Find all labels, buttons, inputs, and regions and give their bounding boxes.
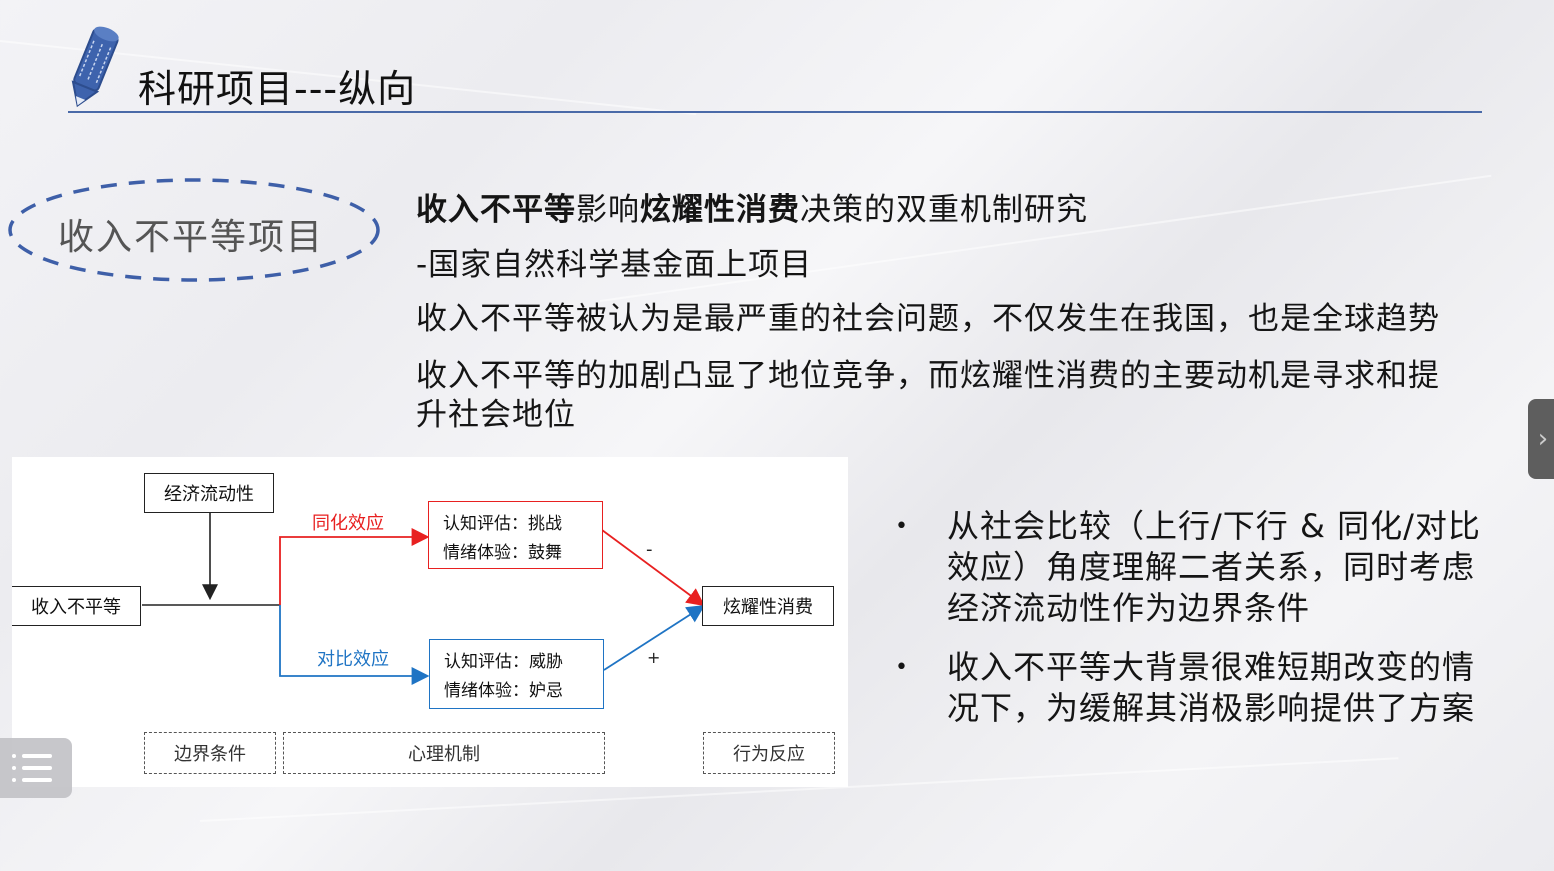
emotion-line: 情绪体验：妒忌	[444, 681, 563, 701]
pencil-icon	[60, 22, 124, 112]
bullet-dot: •	[895, 655, 908, 680]
next-slide-button[interactable]: ›	[1528, 399, 1554, 479]
node-economic-mobility: 经济流动性	[144, 473, 274, 513]
background-paragraph-2-line2: 升社会地位	[416, 397, 576, 433]
label-contrast: 对比效应	[317, 649, 389, 670]
node-assimilation-appraisal: 认知评估：挑战 情绪体验：鼓舞	[428, 501, 603, 569]
bullet-item: • 收入不平等大背景很难短期改变的情况下，为缓解其消极影响提供了方案	[893, 647, 1513, 729]
slide-menu-button[interactable]	[0, 738, 72, 798]
appraisal-line: 认知评估：威胁	[444, 652, 563, 672]
node-contrast-appraisal: 认知评估：威胁 情绪体验：妒忌	[429, 639, 604, 709]
background-paragraph-1: 收入不平等被认为是最严重的社会问题，不仅发生在我国，也是全球趋势	[416, 301, 1440, 337]
title-divider	[68, 111, 1482, 113]
node-conspicuous-consumption: 炫耀性消费	[702, 586, 834, 626]
bullet-text: 从社会比较（上行/下行 & 同化/对比效应）角度理解二者关系，同时考虑经济流动性…	[947, 507, 1481, 627]
appraisal-line: 认知评估：挑战	[443, 514, 562, 534]
slide-title: 科研项目---纵向	[138, 67, 417, 111]
title-part: 决策的双重机制研究	[800, 192, 1088, 228]
footer-psychological-mechanism: 心理机制	[283, 732, 605, 774]
sign-positive: +	[647, 648, 661, 667]
bullet-item: • 从社会比较（上行/下行 & 同化/对比效应）角度理解二者关系，同时考虑经济流…	[893, 506, 1513, 629]
bullet-text: 收入不平等大背景很难短期改变的情况下，为缓解其消极影响提供了方案	[947, 648, 1476, 727]
bullet-dot: •	[895, 514, 908, 539]
node-income-inequality: 收入不平等	[12, 586, 141, 626]
chevron-right-icon: ›	[1537, 424, 1549, 454]
label-assimilation: 同化效应	[312, 513, 384, 534]
oval-label: 收入不平等项目	[58, 217, 325, 258]
footer-boundary-condition: 边界条件	[144, 732, 276, 774]
sign-negative: -	[646, 539, 653, 560]
emotion-line: 情绪体验：鼓舞	[443, 543, 562, 563]
footer-behavioral-response: 行为反应	[703, 732, 835, 774]
bullet-list: • 从社会比较（上行/下行 & 同化/对比效应）角度理解二者关系，同时考虑经济流…	[893, 506, 1513, 747]
title-part: 炫耀性消费	[640, 192, 800, 228]
mechanism-diagram: 经济流动性 收入不平等 炫耀性消费 同化效应 对比效应 认知评估：挑战 情绪体验…	[12, 457, 848, 787]
diagram-connectors	[142, 513, 706, 685]
title-part: 收入不平等	[416, 192, 576, 228]
funding-source: -国家自然科学基金面上项目	[416, 247, 813, 283]
dashed-oval	[4, 174, 384, 286]
background-paragraph-2-line1: 收入不平等的加剧凸显了地位竞争，而炫耀性消费的主要动机是寻求和提	[416, 358, 1440, 394]
project-title: 收入不平等影响炫耀性消费决策的双重机制研究	[416, 184, 1088, 229]
title-part: 影响	[576, 192, 640, 228]
